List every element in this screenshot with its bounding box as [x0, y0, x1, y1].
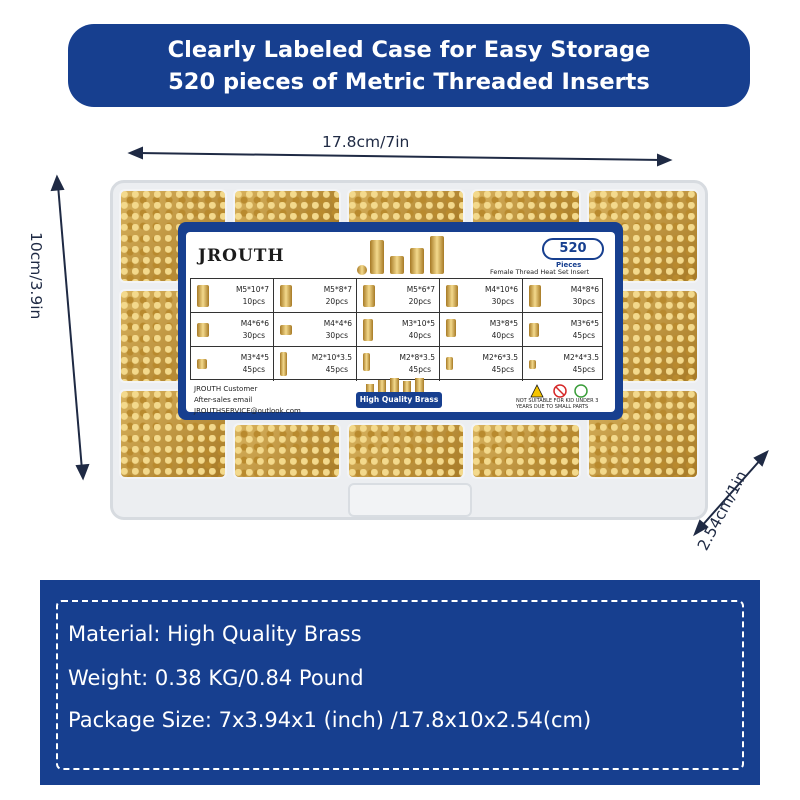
- weight-spec: Weight: 0.38 KG/0.84 Pound: [68, 666, 364, 690]
- label-panel: JROUTH 520 Pieces Female Thread Heat Set…: [186, 232, 615, 415]
- contact-info: JROUTH Customer After-sales email JROUTH…: [194, 384, 301, 417]
- case-compartment: [471, 423, 581, 479]
- case-compartment: [347, 189, 465, 229]
- insert-qty: 45pcs: [242, 365, 265, 374]
- banner-line-2: 520 pieces of Metric Threaded Inserts: [168, 68, 650, 95]
- insert-icon: [446, 357, 453, 370]
- package-size-spec: Package Size: 7x3.94x1 (inch) /17.8x10x2…: [68, 708, 592, 732]
- case-compartment: [347, 423, 465, 479]
- insert-size: M3*8*5: [489, 319, 518, 328]
- insert-size: M2*6*3.5: [482, 353, 518, 362]
- insert-qty: 45pcs: [572, 365, 595, 374]
- insert-qty: 20pcs: [408, 297, 431, 306]
- insert-icon: [446, 319, 456, 337]
- piece-count-unit: Pieces: [556, 261, 582, 269]
- insert-size: M5*6*7: [406, 285, 435, 294]
- insert-icon: [363, 319, 373, 341]
- insert-icon: [197, 323, 209, 337]
- insert-size: M5*8*7: [323, 285, 352, 294]
- badge-inserts-image: [366, 378, 424, 394]
- height-dimension: 10cm/3.9in: [27, 232, 45, 320]
- insert-size: M3*6*5: [570, 319, 599, 328]
- no-kids-icon: [553, 384, 567, 398]
- insert-qty: 45pcs: [325, 365, 348, 374]
- insert-size: M5*10*7: [235, 285, 269, 294]
- banner-line-1: Clearly Labeled Case for Easy Storage: [167, 36, 651, 63]
- contact-email: JROUTHSERVICE@outlook.com: [194, 407, 301, 415]
- insert-qty: 30pcs: [572, 297, 595, 306]
- insert-size: M4*8*6: [570, 285, 599, 294]
- quality-badge: High Quality Brass: [356, 392, 442, 408]
- grid-cell: M2*4*3.5 45pcs: [523, 347, 603, 381]
- warning-icons: [530, 384, 588, 398]
- insert-size: M3*4*5: [240, 353, 269, 362]
- warning-text: NOT SUITABLE FOR KID UNDER 3 YEARS DUE T…: [516, 398, 599, 410]
- insert-icon: [529, 360, 536, 369]
- insert-size: M2*8*3.5: [399, 353, 435, 362]
- insert-qty: 45pcs: [572, 331, 595, 340]
- piece-count: 520: [542, 238, 604, 260]
- insert-qty: 40pcs: [491, 331, 514, 340]
- insert-qty: 30pcs: [491, 297, 514, 306]
- grid-cell: M4*6*6 30pcs: [191, 313, 274, 347]
- product-label: JROUTH 520 Pieces Female Thread Heat Set…: [178, 222, 623, 420]
- insert-icon: [197, 359, 207, 369]
- recycle-icon: [574, 384, 588, 398]
- grid-cell: M3*10*5 40pcs: [357, 313, 440, 347]
- grid-cell: M5*6*7 20pcs: [357, 279, 440, 313]
- insert-qty: 20pcs: [325, 297, 348, 306]
- grid-cell: M5*8*7 20pcs: [274, 279, 357, 313]
- insert-icon: [529, 323, 539, 337]
- insert-icon: [363, 353, 370, 371]
- grid-cell: M5*10*7 10pcs: [191, 279, 274, 313]
- insert-icon: [280, 325, 292, 335]
- product-name: Female Thread Heat Set Insert: [490, 268, 590, 276]
- warning-triangle-icon: [530, 384, 544, 398]
- insert-icon: [529, 285, 541, 307]
- grid-cell: M4*8*6 30pcs: [523, 279, 603, 313]
- contact-line: JROUTH Customer: [194, 385, 258, 393]
- size-grid: M5*10*7 10pcs M5*8*7 20pcs M5*6*7 20pcs M4*…: [190, 278, 603, 381]
- insert-size: M2*10*3.5: [311, 353, 352, 362]
- grid-cell: M2*10*3.5 45pcs: [274, 347, 357, 381]
- specs-border: [56, 600, 744, 770]
- insert-qty: 30pcs: [242, 331, 265, 340]
- grid-cell: M2*6*3.5 45pcs: [440, 347, 523, 381]
- hero-inserts-image: [357, 236, 444, 275]
- insert-icon: [280, 285, 292, 307]
- insert-size: M4*6*6: [240, 319, 269, 328]
- grid-cell: M4*4*6 30pcs: [274, 313, 357, 347]
- insert-size: M4*10*6: [484, 285, 518, 294]
- insert-qty: 30pcs: [325, 331, 348, 340]
- material-spec: Material: High Quality Brass: [68, 622, 362, 646]
- insert-icon: [363, 285, 375, 307]
- top-banner: Clearly Labeled Case for Easy Storage 52…: [68, 24, 750, 107]
- insert-qty: 45pcs: [408, 365, 431, 374]
- insert-size: M4*4*6: [323, 319, 352, 328]
- insert-qty: 45pcs: [491, 365, 514, 374]
- case-compartment: [233, 423, 341, 479]
- width-dimension: 17.8cm/7in: [322, 133, 410, 151]
- insert-qty: 10pcs: [242, 297, 265, 306]
- insert-size: M3*10*5: [401, 319, 435, 328]
- grid-cell: M3*4*5 45pcs: [191, 347, 274, 381]
- brand-logo: JROUTH: [198, 246, 285, 266]
- case-latch: [348, 483, 472, 517]
- grid-cell: M3*8*5 40pcs: [440, 313, 523, 347]
- insert-icon: [280, 352, 287, 376]
- insert-qty: 40pcs: [408, 331, 431, 340]
- insert-size: M2*4*3.5: [563, 353, 599, 362]
- grid-cell: M3*6*5 45pcs: [523, 313, 603, 347]
- insert-icon: [197, 285, 209, 307]
- insert-icon: [446, 285, 458, 307]
- grid-cell: M2*8*3.5 45pcs: [357, 347, 440, 381]
- grid-cell: M4*10*6 30pcs: [440, 279, 523, 313]
- contact-line: After-sales email: [194, 396, 253, 404]
- specs-panel: Material: High Quality Brass Weight: 0.3…: [40, 580, 760, 785]
